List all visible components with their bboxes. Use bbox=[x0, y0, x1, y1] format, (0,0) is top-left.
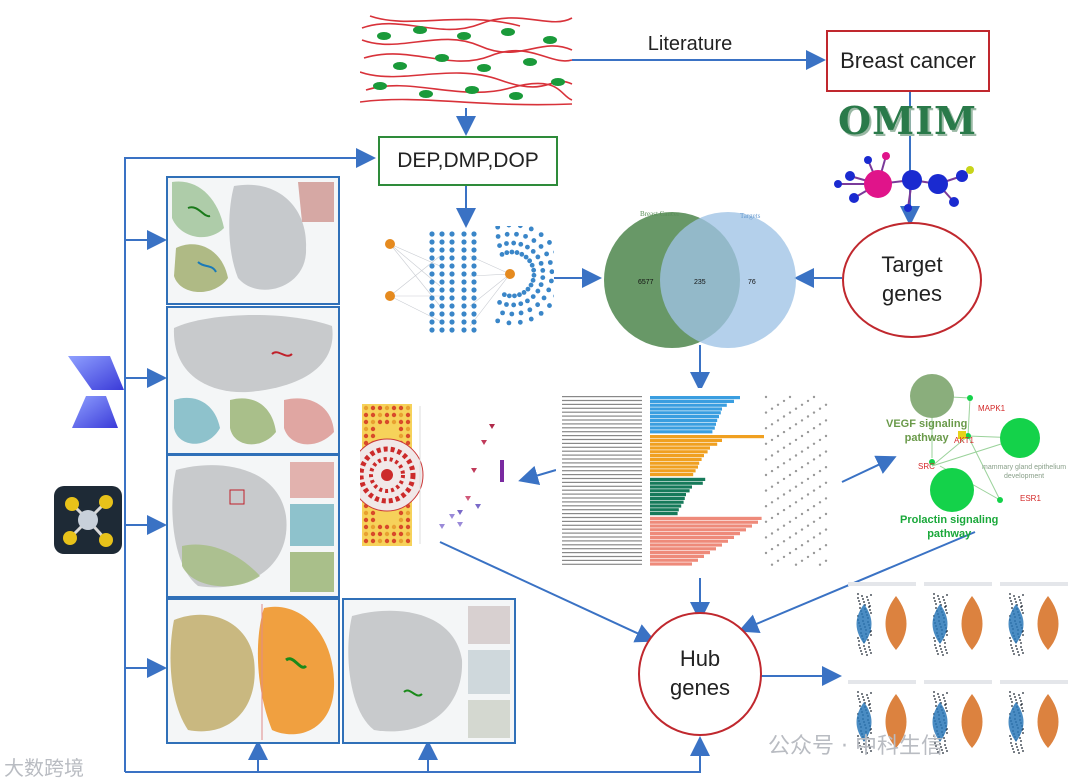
molecule-tool-icon bbox=[54, 486, 122, 554]
watermark-right: 公众号 · 中科生信 bbox=[768, 734, 943, 759]
docking-panel-4 bbox=[166, 598, 340, 744]
venn-overlap-count: 235 bbox=[694, 279, 706, 286]
gene-label-mapk1: MAPK1 bbox=[978, 404, 1006, 413]
venn-left-title: Breast Cancer bbox=[640, 210, 680, 218]
violin-plot-grid bbox=[848, 582, 1068, 754]
dep-dmp-dop-box: DEP,DMP,DOP bbox=[378, 136, 558, 186]
venn-left-count: 6577 bbox=[638, 279, 654, 286]
vegf-node bbox=[910, 374, 954, 418]
literature-label: Literature bbox=[647, 32, 733, 55]
pathway-network bbox=[910, 374, 1040, 512]
mammary-node bbox=[1000, 418, 1040, 458]
gene-label-esr1: ESR1 bbox=[1020, 494, 1041, 503]
breast-cancer-box: Breast cancer bbox=[826, 30, 990, 92]
venn-diagram: Breast Cancer Targets 6577 235 76 bbox=[604, 210, 796, 348]
vegf-pathway-label: VEGF signaling pathway bbox=[886, 418, 968, 444]
mammary-gland-label: mammary gland epithelium development bbox=[982, 464, 1067, 480]
arrow-enrich-circos bbox=[518, 465, 557, 486]
arrow-enrich-pathway bbox=[841, 455, 897, 483]
network-diagram bbox=[385, 226, 554, 333]
hub-genes-node: Hub genes bbox=[638, 612, 762, 736]
watermark-left: 大数跨境 bbox=[4, 756, 84, 780]
bus-bottom bbox=[125, 736, 710, 773]
circos-plot bbox=[360, 404, 504, 546]
venn-right-circle bbox=[660, 212, 796, 348]
docking-panel-1 bbox=[166, 176, 340, 305]
docking-panel-5 bbox=[342, 598, 516, 744]
prolactin-pathway-label: Prolactin signaling pathway bbox=[900, 514, 999, 540]
gene-label-src: SRC bbox=[918, 462, 935, 471]
target-genes-node: Target genes bbox=[842, 222, 982, 338]
arrow-pathway-hub bbox=[738, 531, 976, 634]
omim-network bbox=[834, 152, 974, 212]
venn-right-title: Targets bbox=[740, 212, 761, 220]
prolactin-node bbox=[930, 468, 974, 512]
fibers-illustration bbox=[360, 15, 573, 106]
bus-left bbox=[124, 148, 376, 772]
app-logo-icon bbox=[68, 356, 124, 428]
venn-right-count: 76 bbox=[748, 279, 756, 286]
gene-label-akt1: AKT1 bbox=[954, 436, 975, 445]
docking-panel-3 bbox=[166, 454, 340, 598]
enrichment-bar-chart bbox=[556, 388, 836, 578]
docking-panel-2 bbox=[166, 306, 340, 455]
arrow-circos-hub bbox=[439, 541, 656, 643]
omim-logo: OMIM bbox=[838, 98, 978, 143]
